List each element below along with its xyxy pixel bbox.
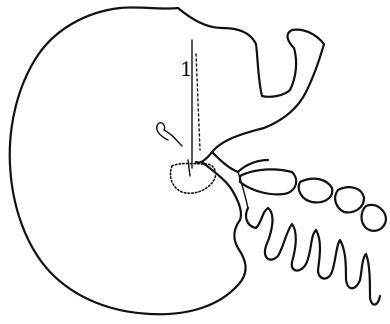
ear-squiggle: [157, 123, 182, 146]
reference-label: 1: [180, 57, 193, 81]
skull-top: [120, 7, 324, 162]
spinous-processes: [246, 208, 380, 305]
vertebra-2: [299, 179, 333, 203]
reference-line-guide: [196, 54, 200, 150]
vertebra-4: [362, 205, 387, 231]
vertebra-1: [240, 169, 296, 194]
vertebra-3: [335, 187, 364, 212]
dotted-region-tick: [188, 160, 190, 176]
cranium-outline: [10, 8, 246, 314]
